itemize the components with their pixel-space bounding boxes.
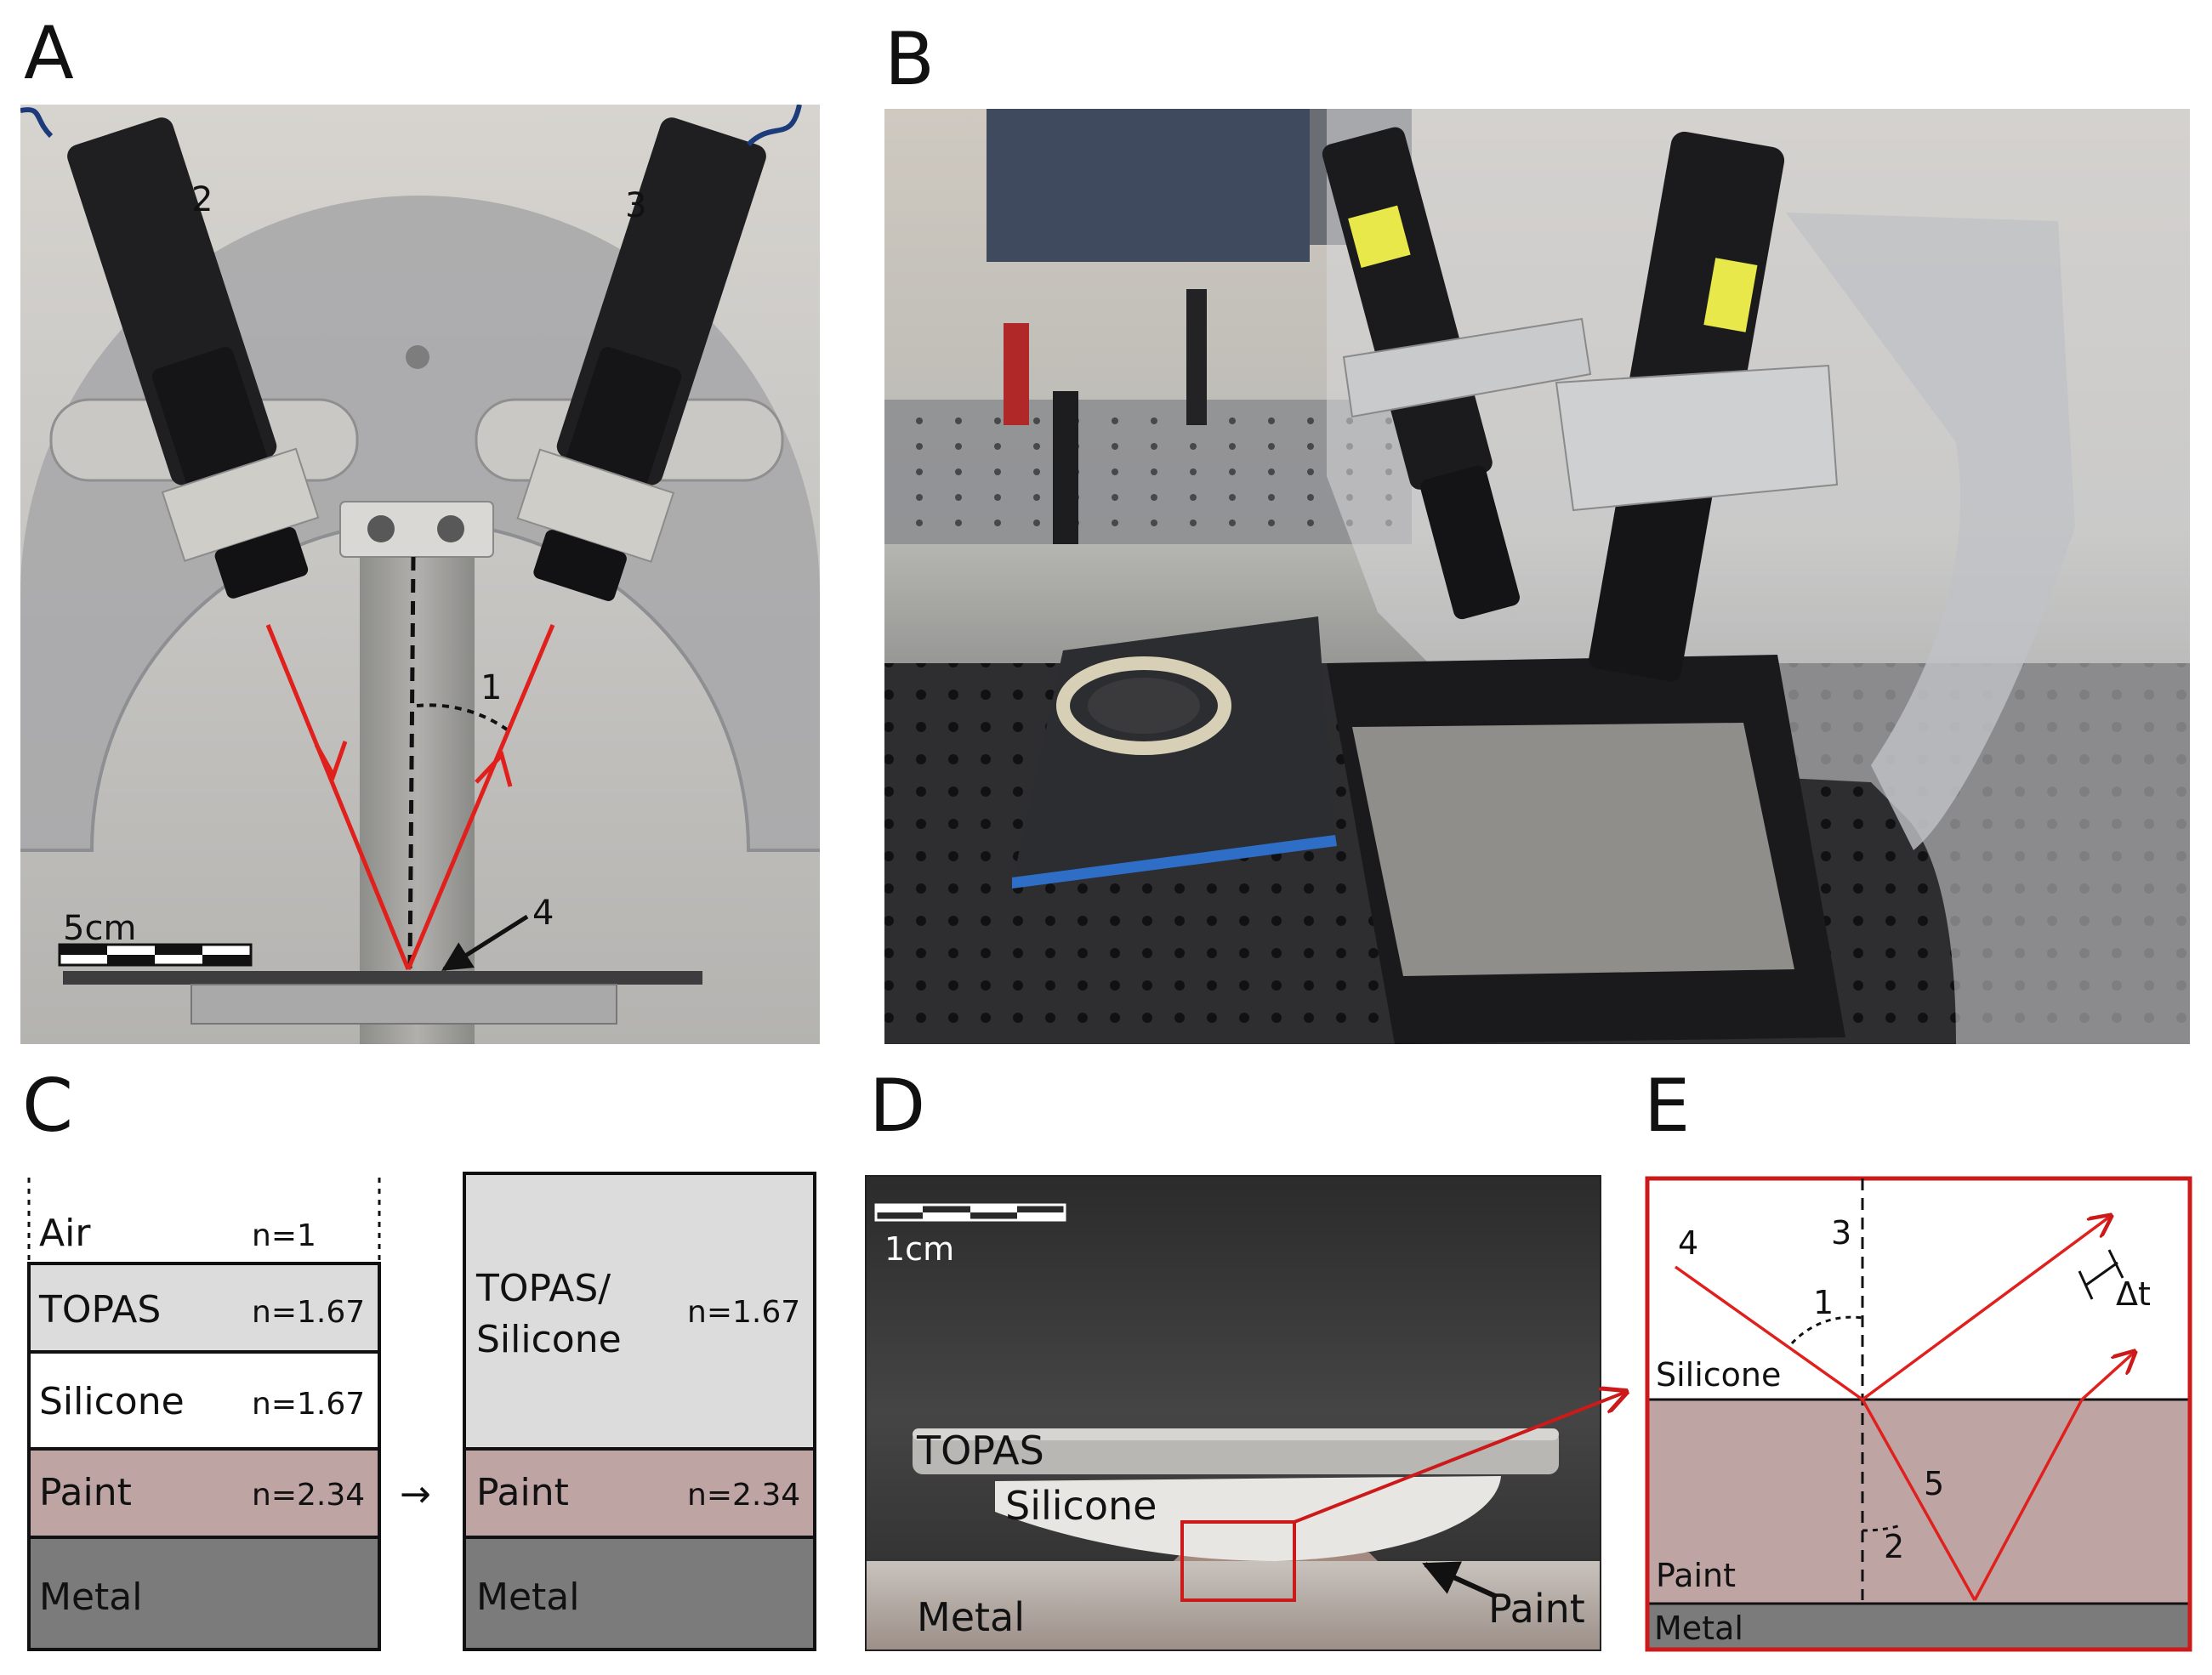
panel-b-label: B xyxy=(884,17,935,102)
layer-topas-label: TOPAS xyxy=(38,1288,161,1331)
panel-a-marker-1: 1 xyxy=(480,668,502,707)
layer-air-label: Air xyxy=(39,1212,91,1255)
panel-c-label: C xyxy=(22,1064,73,1149)
panel-a: A xyxy=(20,11,820,1044)
panel-a-incident-chevron xyxy=(314,741,348,781)
layer-topas-index: n=1.67 xyxy=(252,1295,365,1330)
panel-e-frame xyxy=(1645,1176,2192,1652)
panel-e-refracted-ray xyxy=(1861,1399,1976,1601)
panel-a-normal-line xyxy=(407,556,416,970)
layer-silicone-label: Silicone xyxy=(39,1380,185,1423)
layer-metal-label: Metal xyxy=(39,1576,142,1619)
panel-a-photo xyxy=(20,105,820,1044)
panel-d-zoom-connector xyxy=(1294,1392,1626,1524)
panel-d-silicone-label: Silicone xyxy=(1005,1483,1157,1529)
panel-b: B xyxy=(884,17,2190,1044)
panel-a-marker-3: 3 xyxy=(625,186,646,225)
panel-a-reflected-ray xyxy=(406,624,555,970)
layer-topas-silicone-label-line1: TOPAS/ xyxy=(475,1267,611,1310)
panel-e-marker-5: 5 xyxy=(1924,1465,1944,1502)
panel-e-paint-label: Paint xyxy=(1656,1557,1736,1594)
panel-a-scale-bar: 5cm xyxy=(58,909,253,967)
layer-paint-label: Paint xyxy=(39,1471,132,1514)
panel-e-marker-4: 4 xyxy=(1678,1224,1698,1262)
panel-d-paint-arrow xyxy=(1422,1561,1498,1599)
panel-a-reflected-chevron xyxy=(475,751,513,787)
panel-c-transition-arrow: → xyxy=(400,1473,431,1516)
panel-d-paint-label: Paint xyxy=(1488,1586,1585,1632)
panel-d-photo xyxy=(866,1176,1601,1650)
panel-e-angle-2-arc xyxy=(1862,1524,1902,1532)
panel-e-marker-2: 2 xyxy=(1884,1528,1904,1565)
panel-a-marker-4: 4 xyxy=(532,894,554,933)
panel-d-scale-label: 1cm xyxy=(884,1230,954,1268)
panel-a-incident-ray xyxy=(265,624,411,970)
panel-a-scale-label: 5cm xyxy=(63,909,136,948)
layer-paint-index-merged: n=2.34 xyxy=(687,1478,800,1513)
panel-e-label: E xyxy=(1644,1064,1690,1149)
panel-e: E Δt 4 3 1 5 2 Silicone Paint Metal xyxy=(1644,1064,2192,1652)
panel-d-scale-bar: 1cm xyxy=(874,1203,1066,1268)
panel-a-sample-arrow xyxy=(441,914,529,972)
panel-a-label: A xyxy=(24,11,74,96)
panel-d-zoom-box xyxy=(1180,1520,1296,1602)
panel-e-silicone-label: Silicone xyxy=(1656,1356,1781,1394)
panel-d-topas-label: TOPAS xyxy=(916,1428,1044,1473)
panel-c: C Air n=1 TOPAS n=1.67 Silicone n=1.67 P… xyxy=(22,1064,816,1651)
panel-a-marker-2: 2 xyxy=(191,180,213,219)
panel-e-dt-label: Δt xyxy=(2116,1275,2151,1313)
layer-air-index: n=1 xyxy=(252,1218,316,1253)
layer-topas-silicone-index: n=1.67 xyxy=(687,1295,800,1330)
panel-e-marker-3: 3 xyxy=(1831,1214,1851,1252)
panel-d-metal-label: Metal xyxy=(917,1594,1025,1640)
panel-e-marker-1: 1 xyxy=(1813,1284,1834,1321)
panel-d-label: D xyxy=(869,1064,925,1149)
layer-metal-label-merged: Metal xyxy=(476,1576,579,1619)
panel-e-dt-bracket: Δt xyxy=(2078,1249,2151,1313)
layer-topas-silicone-label-line2: Silicone xyxy=(476,1318,622,1361)
panel-e-metal-label: Metal xyxy=(1654,1610,1743,1647)
panel-e-surface-reflection xyxy=(1861,1216,2111,1401)
panel-d: D 1cm TOPAS Silicone Metal Paint xyxy=(865,1064,1626,1651)
panel-c-left-stack: Air n=1 TOPAS n=1.67 Silicone n=1.67 Pai… xyxy=(27,1178,381,1651)
panel-c-right-stack: TOPAS/ Silicone n=1.67 Paint n=2.34 Meta… xyxy=(463,1172,816,1651)
panel-e-back-reflected-ray xyxy=(1973,1399,2084,1601)
layer-silicone-index: n=1.67 xyxy=(252,1387,365,1422)
panel-b-photo xyxy=(884,109,2190,1044)
panel-e-exit-ray xyxy=(2080,1352,2135,1401)
layer-paint-index: n=2.34 xyxy=(252,1478,365,1513)
layer-paint-label-merged: Paint xyxy=(476,1471,569,1514)
panel-e-incident-ray xyxy=(1674,1265,1864,1401)
